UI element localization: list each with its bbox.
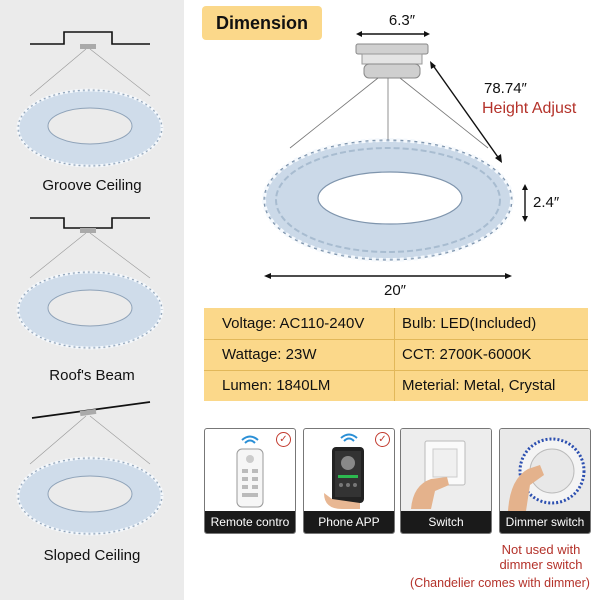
ring-thickness-label: 2.4″ (533, 194, 560, 211)
comes-with-dimmer-note: (Chandelier comes with dimmer) (410, 576, 590, 590)
switch-label: Switch (401, 511, 491, 533)
dimmer-switch-label: Dimmer switch (500, 511, 590, 533)
spec-wattage: Wattage: 23W (222, 346, 317, 363)
spec-table: Voltage: AC110-240V Bulb: LED(Included) … (204, 308, 588, 401)
dimmer-icon (500, 429, 590, 511)
sloped-ceiling-illustration (16, 401, 164, 536)
canopy-width-label: 6.3″ (388, 12, 416, 29)
cable-length-label: 78.74″ (484, 80, 527, 97)
not-used-note: Not used with dimmer switch (499, 542, 583, 572)
dimension-title: Dimension (202, 6, 322, 40)
wall-switch-icon (401, 429, 491, 511)
phone-app-card: ✓ Phone APP (303, 428, 395, 534)
roof-beam-label: Roof's Beam (49, 367, 135, 384)
chandelier-dimension-drawing (262, 31, 528, 279)
spec-bulb: Bulb: LED(Included) (402, 315, 537, 332)
groove-ceiling-label: Groove Ceiling (42, 177, 142, 194)
phone-app-icon (324, 433, 364, 509)
phone-app-label: Phone APP (304, 511, 394, 533)
check-icon: ✓ (375, 432, 390, 447)
remote-control-card: ✓ Remote contro (204, 428, 296, 534)
sloped-ceiling-label: Sloped Ceiling (43, 547, 141, 564)
roof-beam-illustration (16, 217, 164, 350)
groove-ceiling-illustration (16, 31, 164, 168)
spec-cct: CCT: 2700K-6000K (402, 346, 532, 363)
dimmer-switch-card: ✕ Dimmer switch (499, 428, 591, 534)
ring-diameter-label: 20″ (384, 282, 406, 299)
spec-voltage: Voltage: AC110-240V (222, 315, 365, 332)
height-adjust-label: Height Adjust (482, 100, 577, 117)
remote-icon (236, 435, 264, 508)
switch-card: ✓ Switch (400, 428, 492, 534)
spec-lumen: Lumen: 1840LM (222, 377, 331, 394)
remote-control-label: Remote contro (205, 511, 295, 533)
check-icon: ✓ (276, 432, 291, 447)
spec-material: Meterial: Metal, Crystal (402, 377, 556, 394)
